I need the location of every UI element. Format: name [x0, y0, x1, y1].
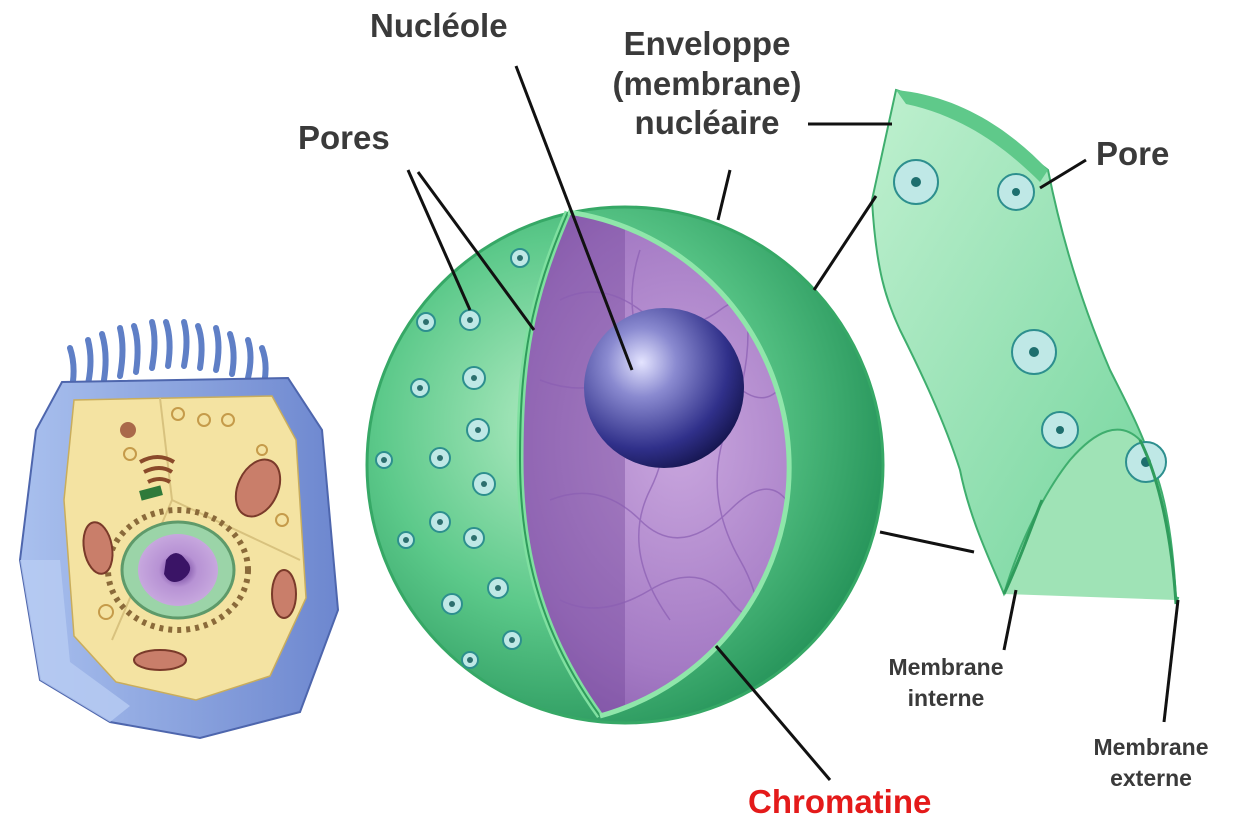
label-membrane-externe: Membrane externe — [1062, 732, 1240, 794]
label-nucleole: Nucléole — [370, 6, 508, 46]
label-enveloppe-line1: Enveloppe — [572, 24, 842, 64]
leader-membrane-externe — [1164, 600, 1178, 722]
label-enveloppe-line2: (membrane) — [572, 64, 842, 104]
nucleolus — [584, 308, 744, 468]
leader-enveloppe-sphere — [718, 170, 730, 220]
leader-membrane-interne — [1004, 590, 1016, 650]
label-membrane-interne-line2: interne — [862, 683, 1030, 714]
leader-membrane-edge — [880, 532, 974, 552]
label-pore: Pore — [1096, 134, 1169, 174]
label-membrane-externe-line1: Membrane — [1062, 732, 1240, 763]
label-enveloppe: Enveloppe (membrane) nucléaire — [572, 24, 842, 143]
label-pores: Pores — [298, 118, 390, 158]
label-membrane-externe-line2: externe — [1062, 763, 1240, 794]
label-enveloppe-line3: nucléaire — [572, 103, 842, 143]
leader-enveloppe-edge — [814, 196, 876, 290]
label-membrane-interne-line1: Membrane — [862, 652, 1030, 683]
label-membrane-interne: Membrane interne — [862, 652, 1030, 714]
cell-illustration — [20, 322, 338, 738]
label-chromatine: Chromatine — [748, 782, 931, 822]
